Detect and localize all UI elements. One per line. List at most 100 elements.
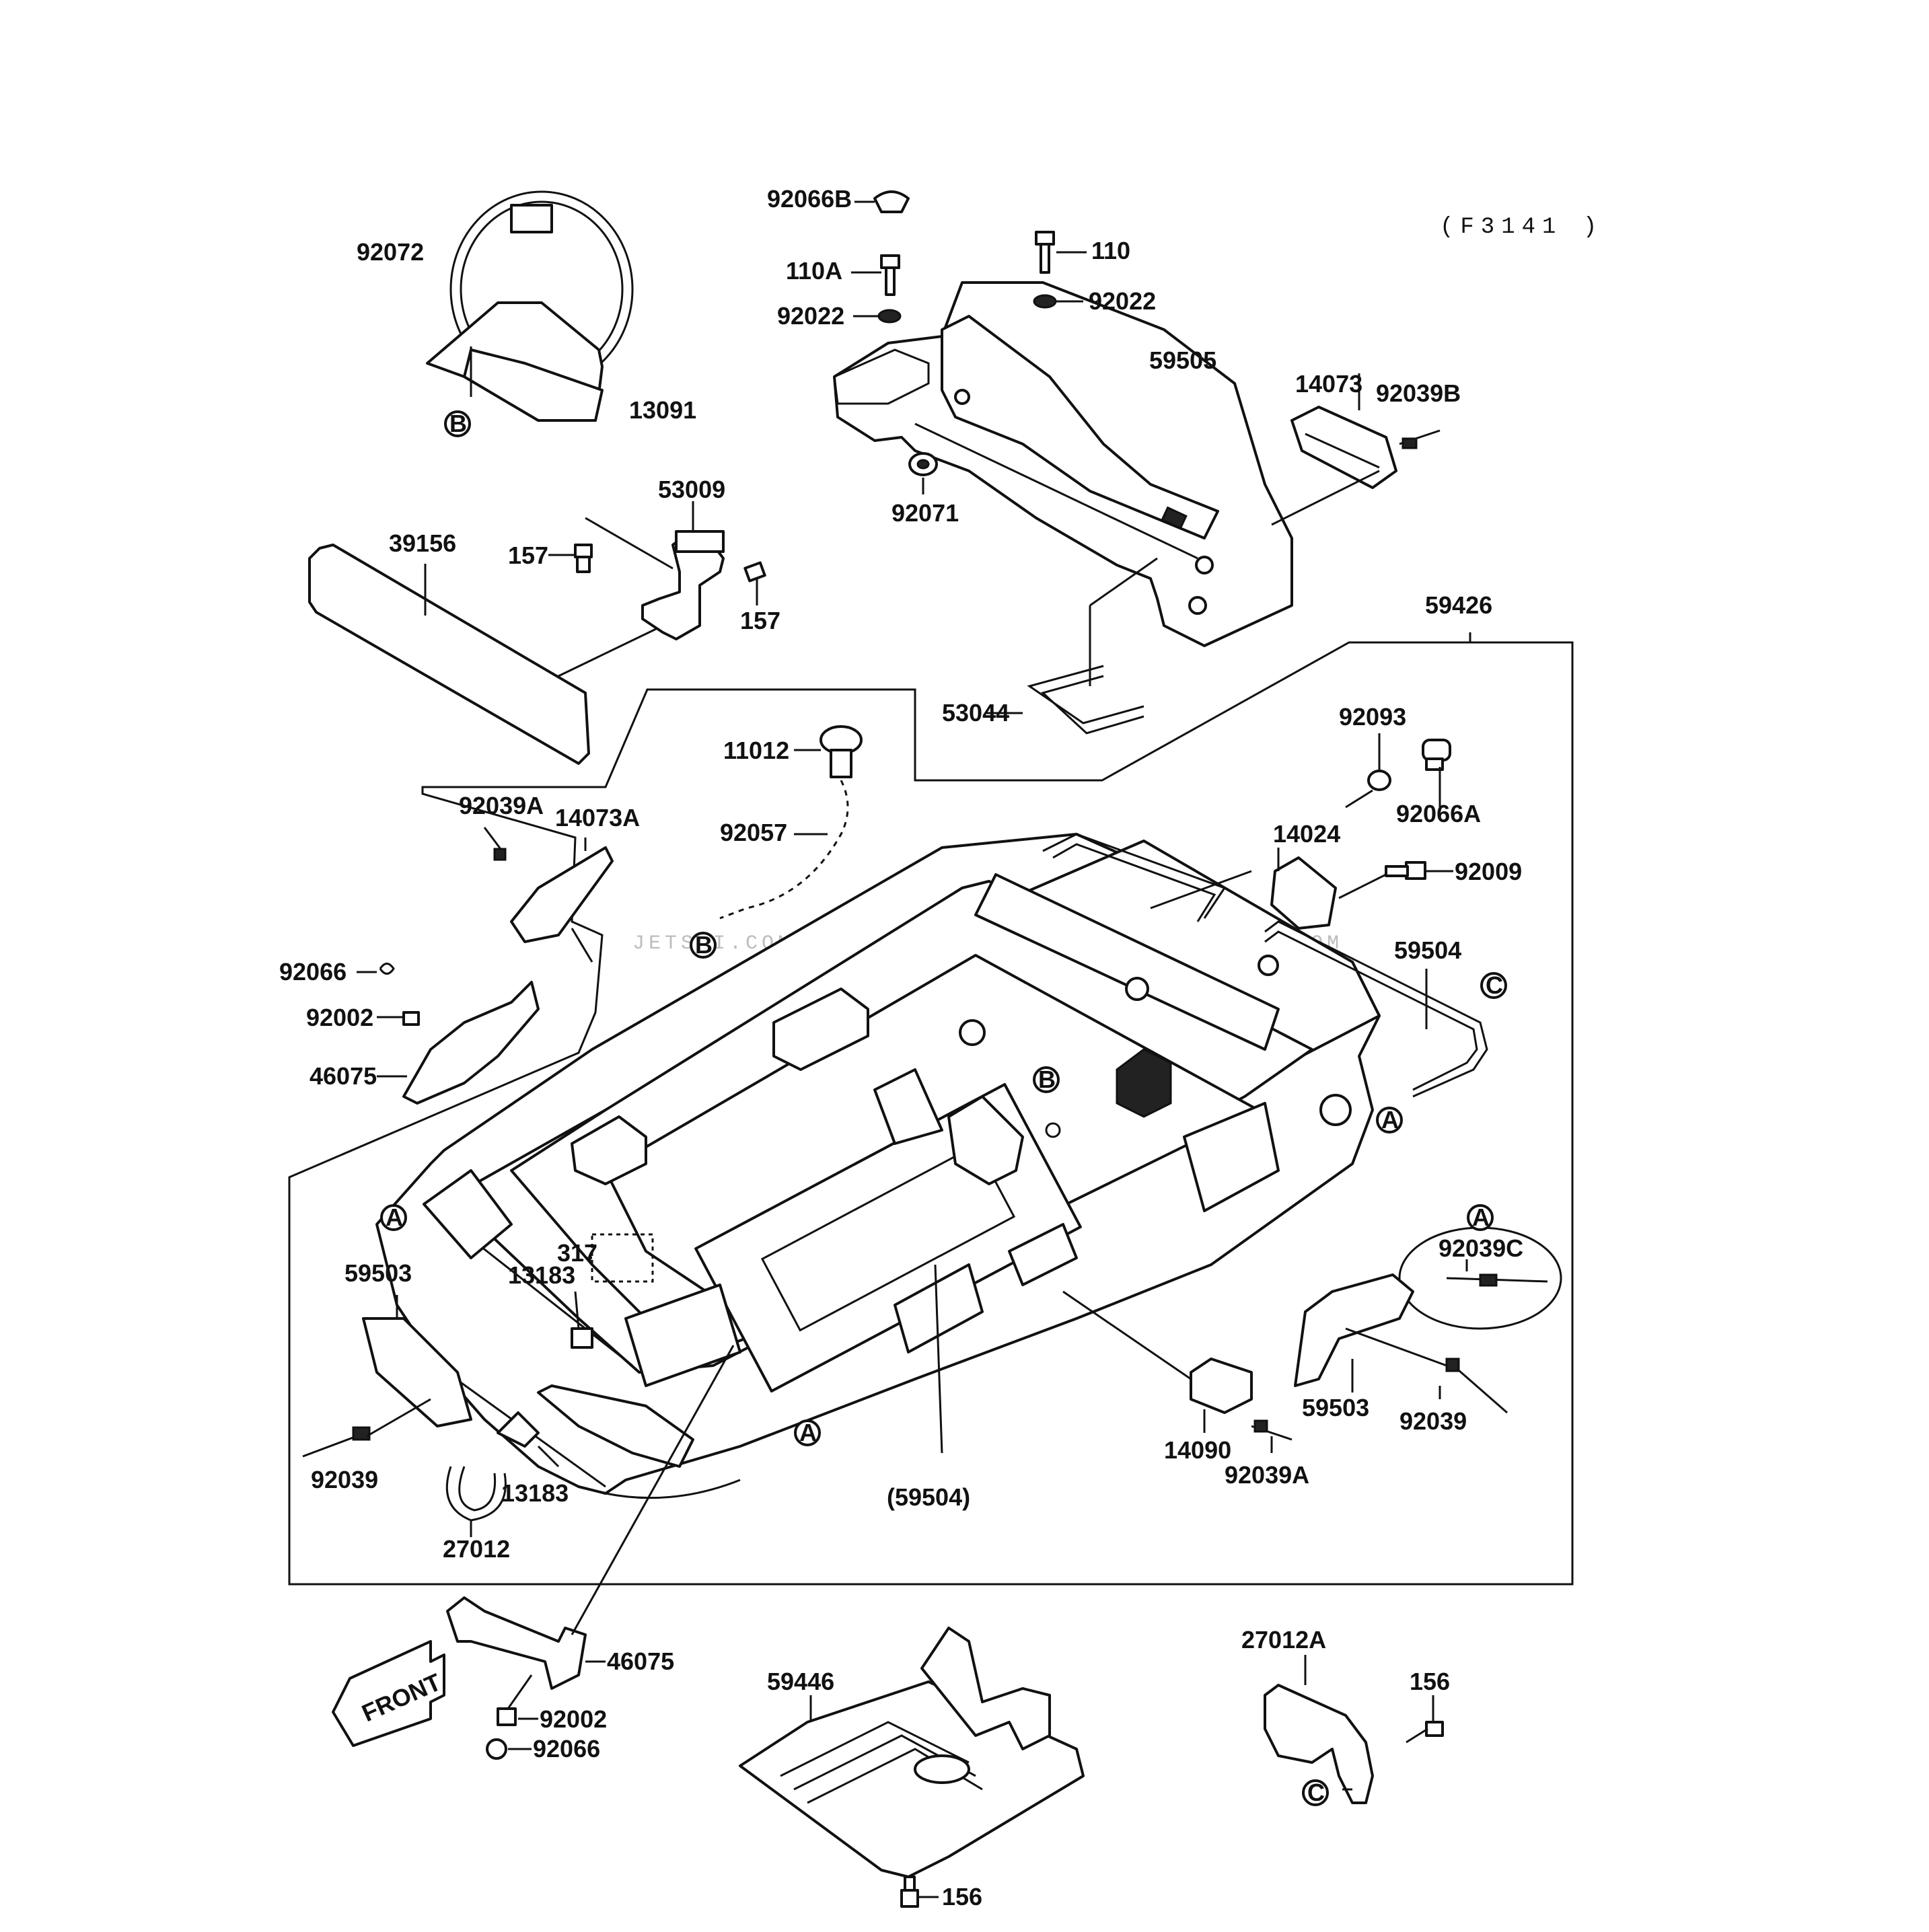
svg-text:A: A: [799, 1419, 817, 1446]
svg-text:A: A: [1472, 1203, 1490, 1231]
nut-92071: [908, 452, 938, 494]
u-bolt-27012: [445, 1466, 507, 1537]
svg-text:B: B: [449, 410, 467, 437]
label-46075-bottom: 46075: [607, 1647, 674, 1675]
screw-92002-left: [377, 1011, 420, 1026]
svg-text:B: B: [695, 931, 713, 959]
plate-14073: [1290, 373, 1397, 489]
rivet-92039-right: [1345, 1327, 1508, 1414]
handle-grip: [941, 315, 1219, 540]
label-92039-left: 92039: [311, 1466, 378, 1493]
label-14024: 14024: [1273, 820, 1340, 848]
part-317: [585, 1233, 654, 1283]
washer-92022-left: [853, 309, 902, 324]
label-13183-top: 13183: [508, 1261, 575, 1289]
label-92022-left: 92022: [777, 302, 844, 330]
marker-C-top: C: [1480, 971, 1507, 999]
label-110A: 110A: [786, 257, 842, 285]
bolt-110A: [851, 254, 900, 296]
label-14090: 14090: [1164, 1436, 1231, 1464]
label-92039-right: 92039: [1399, 1407, 1467, 1435]
label-92066-left: 92066: [279, 958, 347, 986]
label-156-right: 156: [1410, 1668, 1450, 1695]
strap-buckle: [510, 204, 553, 233]
svg-text:A: A: [386, 1203, 403, 1231]
bay-rim: [974, 873, 1280, 1051]
label-92039B: 92039B: [1376, 379, 1461, 407]
rivet-92039B: [1271, 429, 1441, 526]
bracket-27012A: [1264, 1655, 1374, 1804]
cover-14024: [1270, 848, 1337, 930]
label-14073: 14073: [1295, 370, 1362, 398]
bolt-156-right: [1406, 1695, 1444, 1744]
label-92066B: 92066B: [767, 185, 852, 213]
rod-53044: [986, 557, 1158, 735]
strap-holder-assembly: [426, 190, 634, 422]
handle-59505: [833, 281, 1293, 647]
vent-right: [1183, 1102, 1280, 1212]
label-92066A: 92066A: [1396, 800, 1481, 827]
chain-92057: [719, 780, 849, 920]
label-59503-left: 59503: [344, 1259, 412, 1287]
label-92022-right: 92022: [1089, 287, 1156, 315]
label-59426: 59426: [1425, 591, 1492, 619]
label-27012: 27012: [443, 1535, 510, 1563]
label-92039C: 92039C: [1439, 1234, 1523, 1262]
label-92066-bottom: 92066: [533, 1735, 600, 1762]
label-92002-bottom: 92002: [540, 1705, 607, 1733]
vent-plate-center: [1008, 1223, 1078, 1286]
plate-46075-front: [537, 1384, 694, 1468]
svg-text:C: C: [1307, 1779, 1325, 1806]
label-157-right: 157: [740, 607, 780, 634]
label-27012A: 27012A: [1241, 1626, 1326, 1654]
svg-text:A: A: [1381, 1106, 1399, 1134]
washer-92093: [1345, 733, 1391, 809]
marker-A-detail: A: [1467, 1203, 1494, 1231]
gasket-13183-bottom: [497, 1411, 560, 1468]
bracket-46075-left: [377, 981, 540, 1105]
cover-base: [739, 1680, 1085, 1878]
label-92039A-top: 92039A: [459, 792, 544, 819]
cap-92066B: [854, 190, 910, 213]
vent-left: [423, 1169, 513, 1259]
rivet-92039A-top: [483, 827, 507, 861]
hull-body: [375, 833, 1381, 1499]
label-11012: 11012: [723, 737, 789, 764]
bracket-46075-bottom: [446, 1345, 735, 1690]
label-13091: 13091: [629, 396, 696, 424]
screw-157-right: [743, 561, 766, 605]
marker-B-top: B: [444, 410, 471, 437]
battery-strap-area: [873, 1068, 943, 1145]
label-14073A: 14073A: [555, 804, 640, 831]
label-92039A-bottom: 92039A: [1225, 1461, 1309, 1489]
label-59505: 59505: [1149, 346, 1216, 374]
marker-B-hull: B: [1033, 1066, 1060, 1093]
figure-code: (F3141 ): [1440, 215, 1603, 240]
marker-A-left: A: [380, 1203, 407, 1231]
label-92072: 92072: [357, 238, 424, 266]
label-92057: 92057: [720, 819, 787, 846]
vent-left-front: [624, 1284, 741, 1387]
marker-C-bottom: C: [1302, 1779, 1329, 1806]
label-59504: 59504: [1394, 936, 1461, 964]
marker-A-hull-right: A: [1376, 1106, 1403, 1134]
svg-text:C: C: [1486, 971, 1503, 999]
rivet-92039C: [1446, 1259, 1548, 1287]
hatch-left: [571, 1115, 647, 1185]
plug-92066A: [1422, 739, 1451, 807]
battery-box: [1116, 1048, 1172, 1118]
label-157-left: 157: [508, 542, 548, 569]
cap-92066-bottom: [486, 1738, 532, 1760]
label-59503-right: 59503: [1302, 1394, 1369, 1421]
pad-14090: [1062, 1290, 1253, 1433]
bracket-59503-right: [1294, 1273, 1414, 1392]
label-110: 110: [1091, 237, 1130, 264]
drain-plug-11012: [794, 725, 863, 778]
screw-92002-bottom: [497, 1674, 538, 1726]
label-92002-left: 92002: [306, 1004, 373, 1031]
label-92093: 92093: [1339, 703, 1406, 731]
cover-59446: [739, 1627, 1085, 1908]
clip-92066-left: [357, 963, 395, 975]
